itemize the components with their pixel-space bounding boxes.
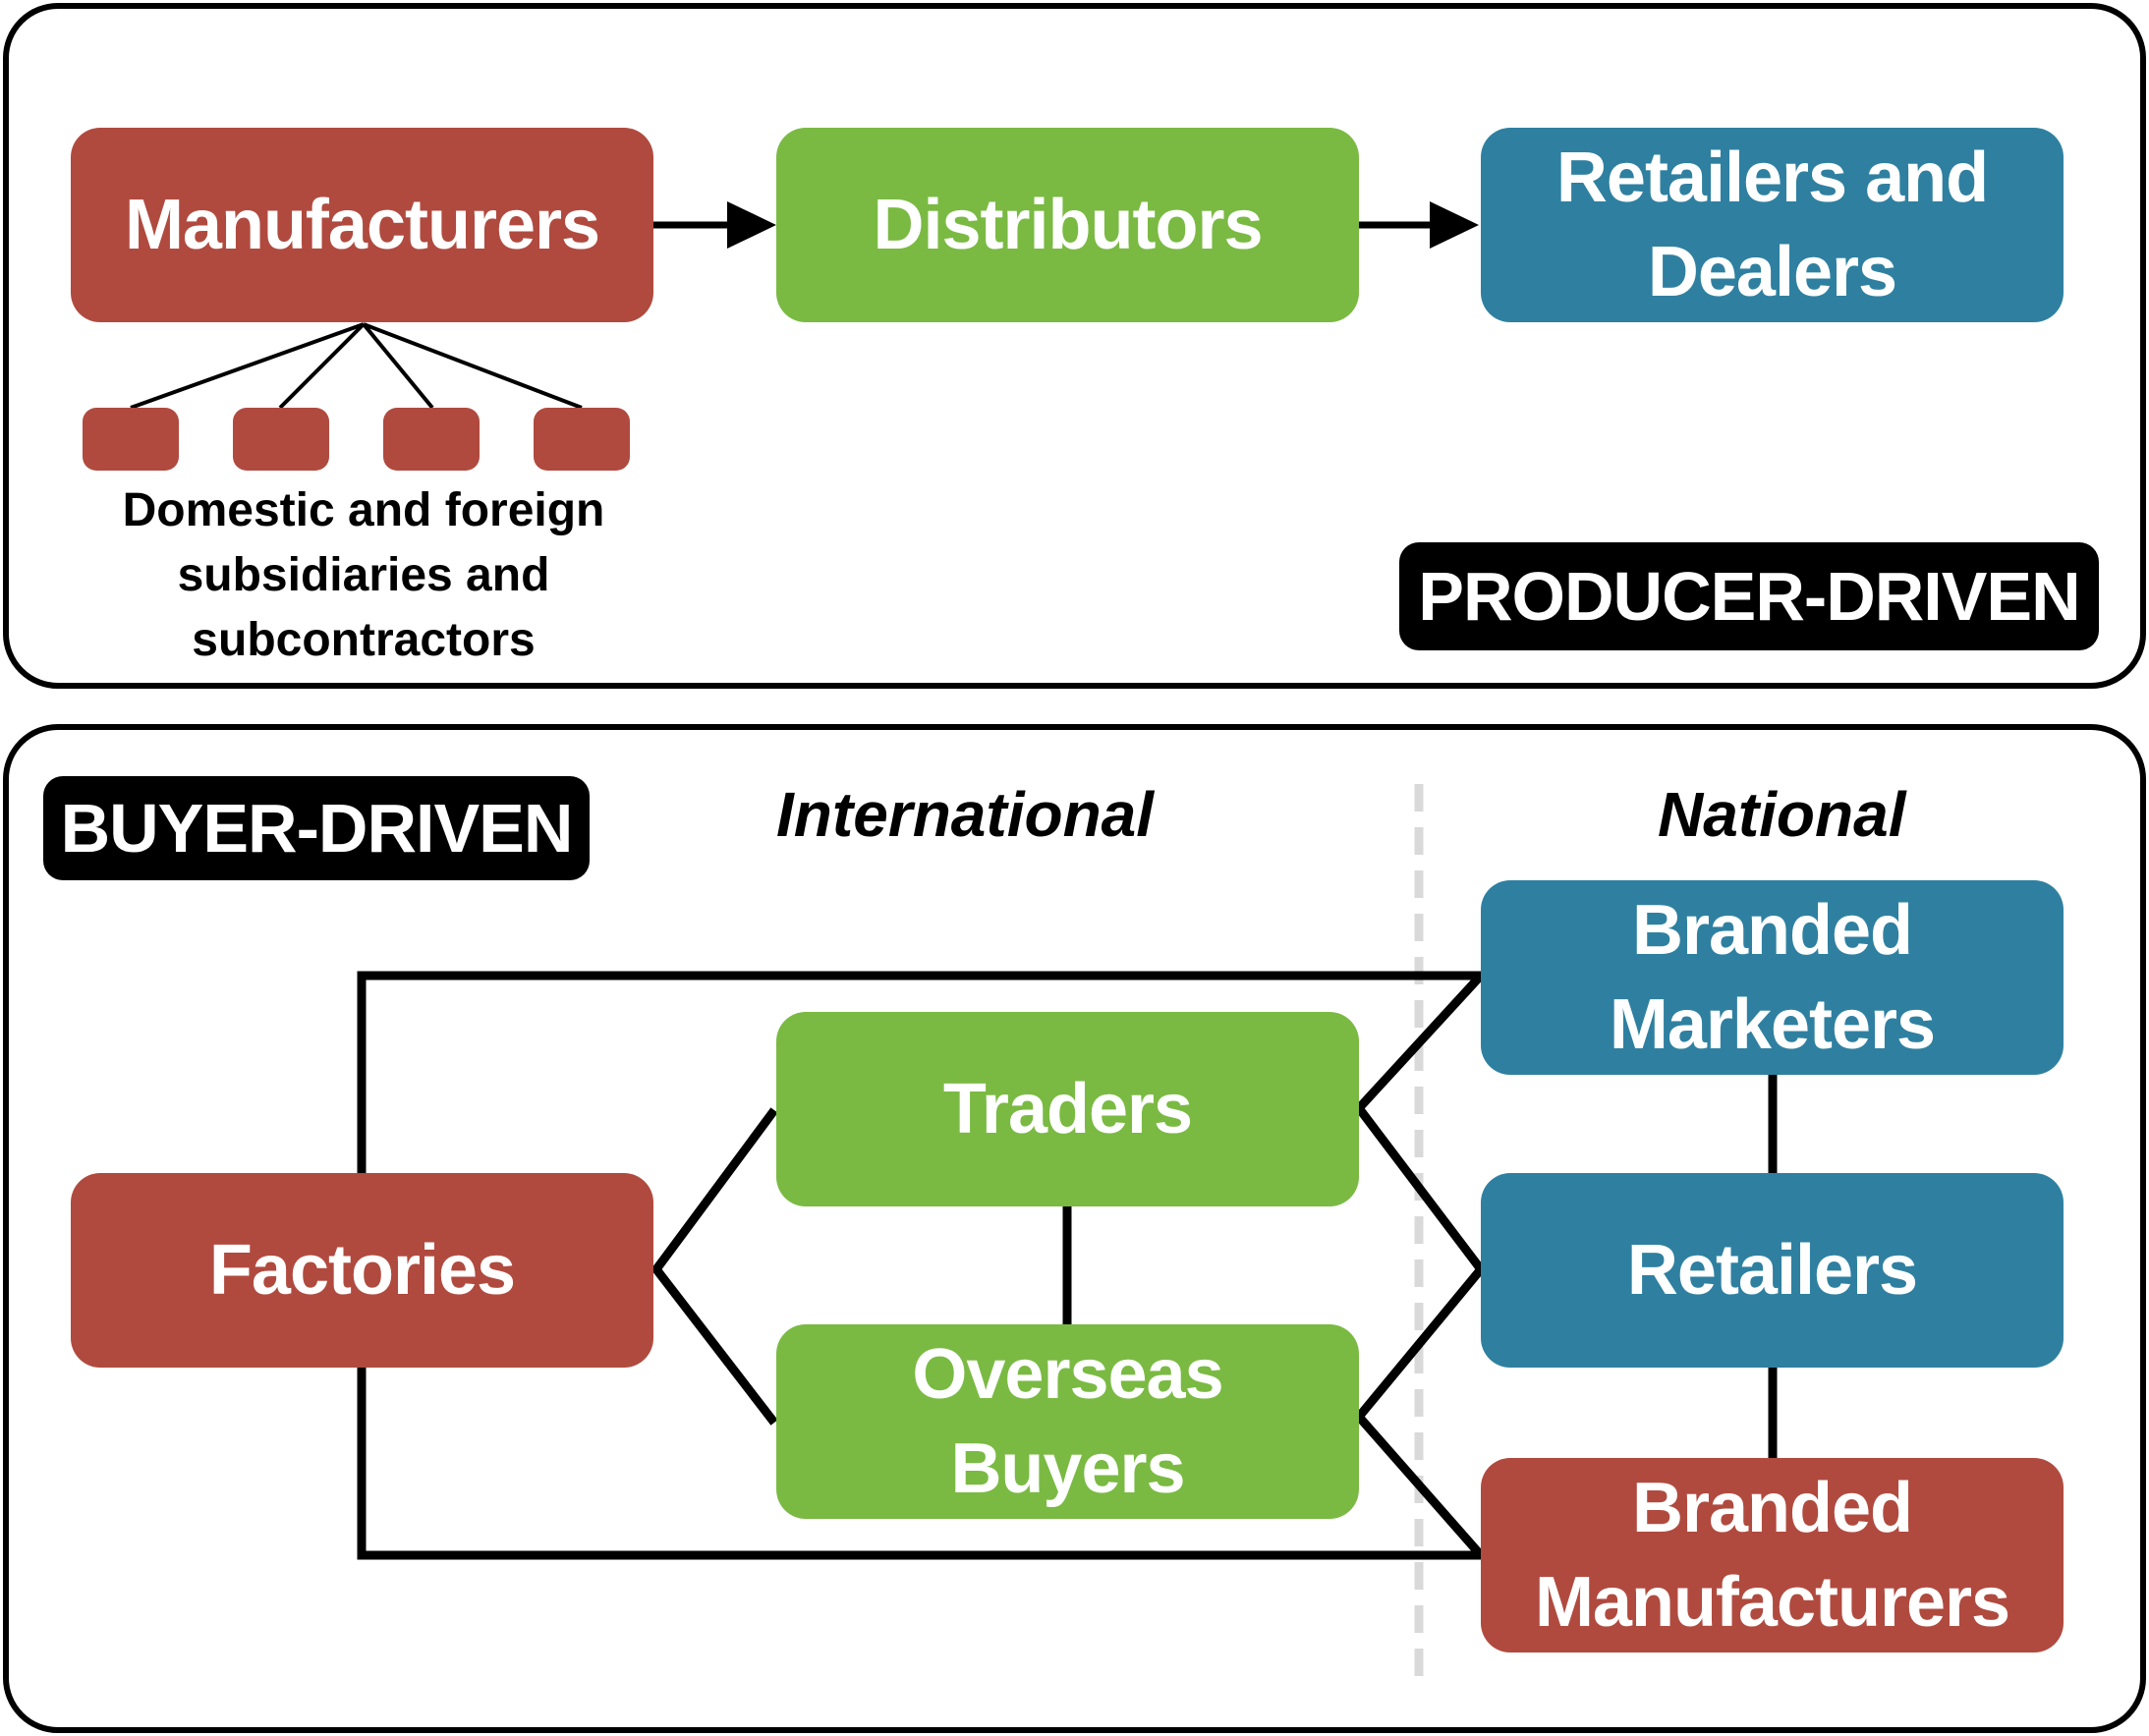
branded-manufacturers-line1: Branded <box>1631 1469 1913 1547</box>
branded-manufacturers-line2: Manufacturers <box>1534 1563 2010 1642</box>
subsidiaries-caption: Domestic and foreign subsidiaries and su… <box>98 478 629 673</box>
subsidiary-box-1 <box>83 408 179 471</box>
factories-box: Factories <box>71 1173 653 1368</box>
retailers-dealers-box: Retailers and Dealers <box>1481 128 2064 322</box>
overseas-buyers-box: Overseas Buyers <box>776 1324 1359 1519</box>
traders-label: Traders <box>942 1070 1193 1148</box>
retailers-dealers-line2: Dealers <box>1647 233 1897 311</box>
branded-marketers-line1: Branded <box>1631 891 1913 970</box>
subsidiaries-caption-line2: subsidiaries and <box>177 549 550 601</box>
manufacturers-label: Manufacturers <box>124 186 600 264</box>
subsidiaries-caption-line3: subcontractors <box>192 614 536 666</box>
distributors-label: Distributors <box>873 186 1263 264</box>
retailers-label: Retailers <box>1626 1231 1918 1310</box>
subsidiary-box-3 <box>383 408 480 471</box>
subsidiary-box-2 <box>233 408 329 471</box>
branded-manufacturers-box: Branded Manufacturers <box>1481 1458 2064 1652</box>
buyer-connectors <box>357 971 1778 1560</box>
branded-marketers-box: Branded Marketers <box>1481 880 2064 1075</box>
overseas-buyers-line2: Buyers <box>950 1429 1185 1508</box>
retailers-box: Retailers <box>1481 1173 2064 1368</box>
buyer-driven-tag: BUYER-DRIVEN <box>43 776 590 880</box>
subsidiary-box-4 <box>534 408 630 471</box>
national-heading: National <box>1658 779 1906 850</box>
arrow-manufacturers-to-distributors <box>653 201 776 249</box>
subsidiaries-caption-line1: Domestic and foreign <box>122 484 605 536</box>
factories-label: Factories <box>208 1231 516 1310</box>
branded-marketers-line2: Marketers <box>1609 985 1936 1064</box>
producer-driven-tag: PRODUCER-DRIVEN <box>1399 542 2099 650</box>
overseas-buyers-line1: Overseas <box>912 1335 1223 1414</box>
traders-box: Traders <box>776 1012 1359 1206</box>
international-heading: International <box>776 779 1155 850</box>
subsidiary-connectors <box>130 322 583 410</box>
retailers-dealers-line1: Retailers and <box>1555 139 1989 217</box>
distributors-box: Distributors <box>776 128 1359 322</box>
arrow-distributors-to-retailers <box>1359 201 1479 249</box>
manufacturers-box: Manufacturers <box>71 128 653 322</box>
